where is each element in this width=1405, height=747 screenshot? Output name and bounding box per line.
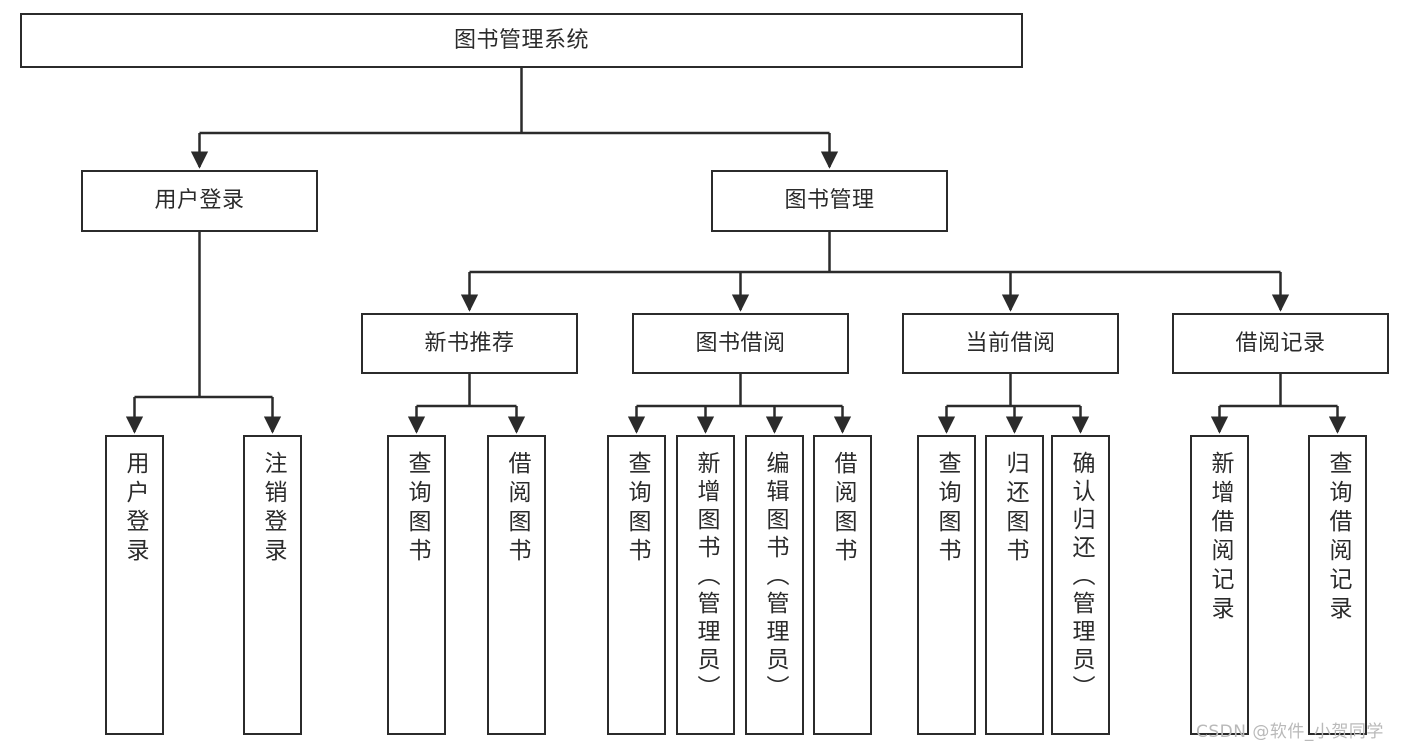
node-leaf-user-login[interactable]: 用户登录	[105, 435, 164, 735]
node-current-borrow-label: 当前借阅	[965, 330, 1056, 356]
node-leaf-add-record-label: 新增借阅记录	[1207, 451, 1233, 625]
node-root[interactable]: 图书管理系统	[20, 13, 1023, 68]
node-borrow-record[interactable]: 借阅记录	[1172, 313, 1389, 374]
csdn-watermark: CSDN @软件_小贺同学	[1196, 722, 1384, 742]
node-leaf-borrow-book-1[interactable]: 借阅图书	[487, 435, 546, 735]
node-book-manage[interactable]: 图书管理	[711, 170, 948, 232]
node-leaf-add-record[interactable]: 新增借阅记录	[1190, 435, 1249, 735]
node-leaf-edit-book[interactable]: 编辑图书（管理员）	[745, 435, 804, 735]
node-leaf-query-book-2[interactable]: 查询图书	[607, 435, 666, 735]
node-leaf-query-book-1[interactable]: 查询图书	[387, 435, 446, 735]
node-leaf-add-book[interactable]: 新增图书（管理员）	[676, 435, 735, 735]
node-leaf-query-record-label: 查询借阅记录	[1325, 451, 1351, 625]
node-leaf-query-record[interactable]: 查询借阅记录	[1308, 435, 1367, 735]
node-book-borrow[interactable]: 图书借阅	[632, 313, 849, 374]
node-leaf-query-book-3[interactable]: 查询图书	[917, 435, 976, 735]
node-leaf-add-book-label: 新增图书（管理员）	[693, 451, 719, 703]
node-leaf-query-book-3-label: 查询图书	[934, 451, 960, 567]
node-leaf-user-login-label: 用户登录	[122, 451, 148, 567]
node-leaf-borrow-book-2[interactable]: 借阅图书	[813, 435, 872, 735]
node-leaf-query-book-2-label: 查询图书	[624, 451, 650, 567]
node-leaf-confirm-return[interactable]: 确认归还（管理员）	[1051, 435, 1110, 735]
node-leaf-user-logout[interactable]: 注销登录	[243, 435, 302, 735]
node-leaf-return-book[interactable]: 归还图书	[985, 435, 1044, 735]
node-root-label: 图书管理系统	[453, 27, 589, 53]
node-book-borrow-label: 图书借阅	[695, 330, 786, 356]
node-new-book-rec[interactable]: 新书推荐	[361, 313, 578, 374]
node-new-book-rec-label: 新书推荐	[424, 330, 515, 356]
node-leaf-return-book-label: 归还图书	[1002, 451, 1028, 567]
node-leaf-borrow-book-1-label: 借阅图书	[504, 451, 530, 567]
node-current-borrow[interactable]: 当前借阅	[902, 313, 1119, 374]
node-user-login-label: 用户登录	[154, 188, 245, 213]
node-leaf-query-book-1-label: 查询图书	[404, 451, 430, 567]
node-leaf-confirm-return-label: 确认归还（管理员）	[1068, 451, 1094, 703]
node-borrow-record-label: 借阅记录	[1235, 330, 1326, 356]
node-user-login[interactable]: 用户登录	[81, 170, 318, 232]
node-leaf-edit-book-label: 编辑图书（管理员）	[762, 451, 788, 703]
node-leaf-borrow-book-2-label: 借阅图书	[830, 451, 856, 567]
node-leaf-user-logout-label: 注销登录	[260, 451, 286, 567]
node-book-manage-label: 图书管理	[784, 188, 875, 213]
